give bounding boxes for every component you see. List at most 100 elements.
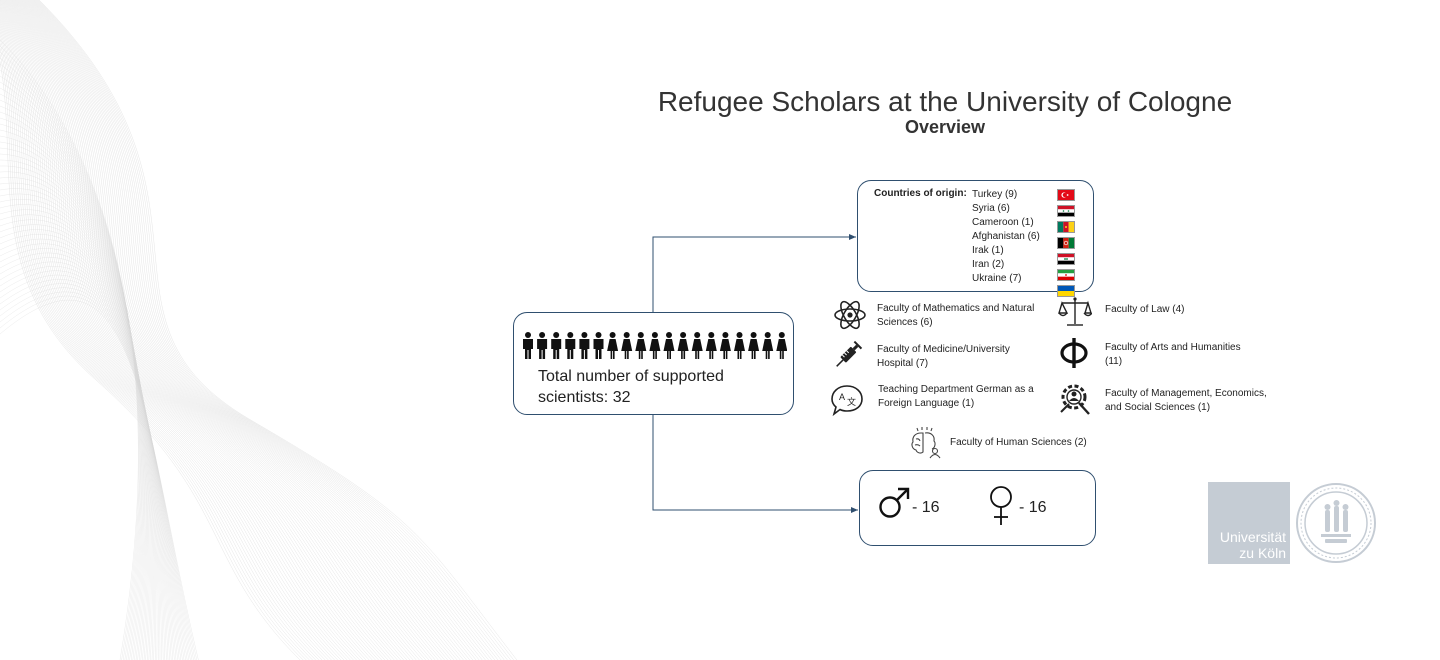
wave-line [23,0,461,660]
wave-line [1,0,379,660]
wave-line [8,0,404,660]
wave-line [0,229,174,660]
university-logo-text: Universität zu Köln [1220,529,1286,561]
wave-line [0,63,141,660]
wave-line [0,20,332,660]
page-subtitle: Overview [904,117,986,137]
wave-line [0,75,143,660]
wave-line [0,2,367,660]
wave-line [0,8,354,660]
wave-line [0,224,172,660]
wave-line [32,0,496,660]
ukraine-flag [1057,285,1075,297]
logo-line-2: zu Köln [1239,545,1286,561]
wave-line [14,0,426,660]
female-count: - 16 [1019,499,1047,516]
person-icon [537,332,548,359]
wave-line [10,0,414,660]
arrow-to-gender [652,415,858,513]
wave-line [0,261,185,660]
wave-line [18,0,442,660]
wave-line [0,3,364,660]
wave-line [36,0,508,660]
wave-line [20,0,452,660]
svg-text:文: 文 [847,396,856,407]
wave-line [11,0,417,660]
person-icon [523,332,533,359]
male-count: - 16 [912,499,940,516]
wave-line [0,270,188,660]
iraq-flag [1057,253,1075,265]
person-icon [593,332,604,359]
wave-line [0,117,148,660]
wave-line [22,0,458,660]
country-item: Iran (2) [972,259,1005,270]
wave-line [14,0,430,660]
wave-line [38,0,514,660]
wave-line [29,0,483,660]
atom-icon [834,300,866,330]
people-icons-row [523,332,787,359]
wave-line [0,153,153,660]
total-scientists-box: Total number of supported scientists: 32 [513,312,794,415]
wave-line [0,81,143,660]
background-wave-pattern [0,0,518,660]
wave-line [0,299,199,660]
wave-line [0,274,190,660]
wave-line [0,257,183,660]
wave-line [24,0,464,660]
countries-list: Turkey (9) Syria (6) Cameroon (1) Afghan… [972,188,1040,286]
person-icon [705,332,717,359]
person-icon [663,332,675,359]
person-icon [579,332,590,359]
svg-text:A: A [839,392,845,402]
cameroon-flag [1057,221,1075,233]
wave-line [0,11,348,660]
wave-line [0,51,140,660]
country-item: Turkey (9) [972,189,1018,200]
countries-of-origin-box: Countries of origin: Turkey (9) Syria (6… [857,180,1094,297]
wave-line [16,0,436,660]
faculty-item: Faculty of Medicine/University Hospital … [877,344,1010,369]
wave-line [0,34,316,660]
faculty-item: Faculty of Management, Economics, and So… [1105,388,1267,413]
afghanistan-flag [1057,237,1075,249]
country-item: Afghanistan (6) [972,231,1040,242]
country-item: Irak (1) [972,245,1004,256]
person-icon [748,332,760,359]
wave-line [0,0,373,660]
wave-line [0,147,152,660]
country-item: Cameroon (1) [972,217,1034,228]
wave-line [0,31,320,660]
wave-line [8,0,408,660]
wave-line [5,0,395,660]
person-icon [734,332,745,359]
wave-line [0,60,301,660]
wave-line [0,47,307,660]
countries-label: Countries of origin: [874,188,967,199]
wave-line [0,14,342,660]
university-seal [1296,483,1376,563]
person-icon [762,332,774,359]
human-brain-icon [911,427,941,459]
phi-icon [1060,338,1088,368]
country-item: Ukraine (7) [972,273,1022,284]
wave-line [27,0,477,660]
wave-line [19,0,445,660]
wave-line [0,23,329,660]
syria-flag [1057,205,1075,217]
wave-line [0,123,149,660]
wave-line [0,53,304,660]
person-icon [635,332,647,359]
wave-line [0,295,198,660]
person-icon [607,332,619,359]
wave-line [12,0,420,660]
wave-line [0,93,145,660]
logo-line-1: Universität [1219,529,1286,545]
management-gear-icon [1060,384,1090,415]
wave-line [0,16,338,660]
faculty-item: Faculty of Arts and Humanities (11) [1105,342,1241,367]
wave-line [32,0,492,660]
wave-line [0,252,182,660]
wave-line [0,279,191,660]
